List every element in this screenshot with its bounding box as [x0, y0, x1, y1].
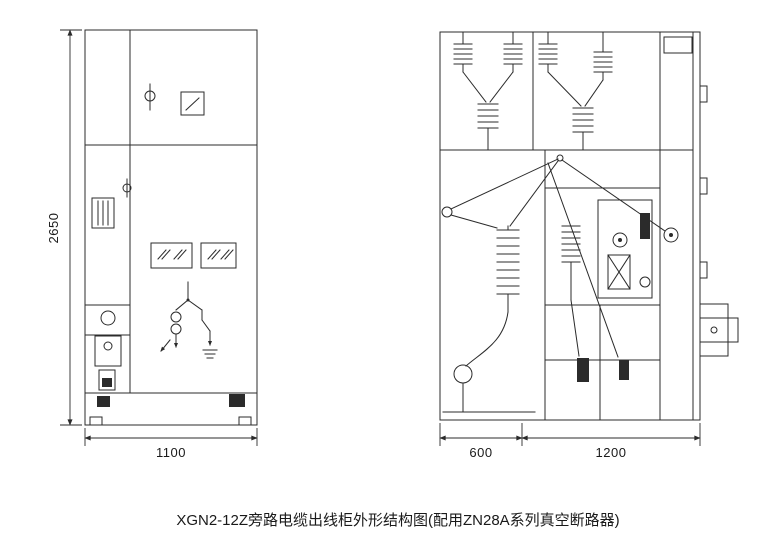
operating-linkage — [441, 154, 679, 358]
operating-handle-top — [144, 83, 156, 111]
front-height-dimension-label: 2650 — [46, 213, 61, 244]
ventilation-grille — [91, 197, 115, 229]
mimic-wiring-diagram — [160, 281, 218, 359]
rear-mechanism-box — [699, 303, 739, 357]
side-cabinet-outline — [439, 31, 701, 421]
door-hinges — [699, 85, 708, 279]
breaker-mechanism — [597, 199, 653, 299]
front-view-dimensions — [60, 29, 258, 446]
door-lock — [94, 335, 122, 391]
side-view — [439, 31, 739, 421]
interrupter-insulators — [465, 225, 581, 367]
drawing-caption: XGN2-12Z旁路电缆出线柜外形结构图(配用ZN28A系列真空断路器) — [176, 511, 619, 529]
cable-terminal — [442, 358, 629, 413]
side-view-dimensions — [439, 423, 701, 446]
operating-handle-middle — [122, 178, 132, 198]
cabinet-base — [89, 394, 252, 426]
meter-window — [180, 91, 205, 116]
front-view — [84, 29, 258, 426]
indicator-window-right — [200, 242, 237, 269]
front-width-dimension-label: 1100 — [156, 445, 186, 460]
front-cabinet-outline — [84, 29, 258, 426]
push-button — [100, 310, 116, 326]
side-front-depth-dimension-label: 600 — [469, 445, 492, 460]
side-rear-depth-dimension-label: 1200 — [596, 445, 627, 460]
busbar-insulators — [453, 31, 613, 151]
indicator-window-left — [150, 242, 193, 269]
